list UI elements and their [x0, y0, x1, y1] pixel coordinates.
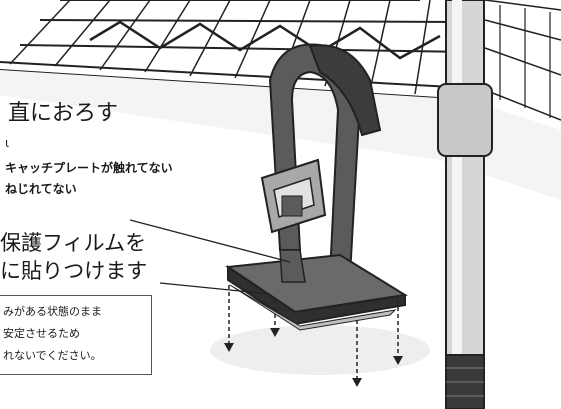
label-fragment: ι — [5, 136, 10, 150]
ground-shadow — [210, 325, 430, 375]
pole — [437, 0, 493, 409]
note-line-3: れないでください。 — [3, 349, 102, 362]
note-line-1: みがある状態のまま — [3, 305, 102, 318]
strap — [268, 43, 382, 276]
note-box: みがある状態のまま 安定させるため れないでください。 — [0, 295, 152, 375]
label-not-twisted: ねじれてない — [5, 182, 77, 196]
label-vertical: 直におろす — [8, 101, 119, 126]
base-pad — [225, 249, 408, 331]
label-film-line1: 保護フィルムを — [0, 231, 147, 255]
label-catch-plate: キャッチプレートが触れてない — [5, 161, 173, 175]
buckle — [260, 158, 327, 234]
placement-arrows — [224, 285, 403, 387]
note-line-2: 安定させるため — [3, 327, 80, 340]
label-film-line2: に貼りつけます — [0, 259, 148, 283]
leader-lines — [129, 219, 291, 295]
